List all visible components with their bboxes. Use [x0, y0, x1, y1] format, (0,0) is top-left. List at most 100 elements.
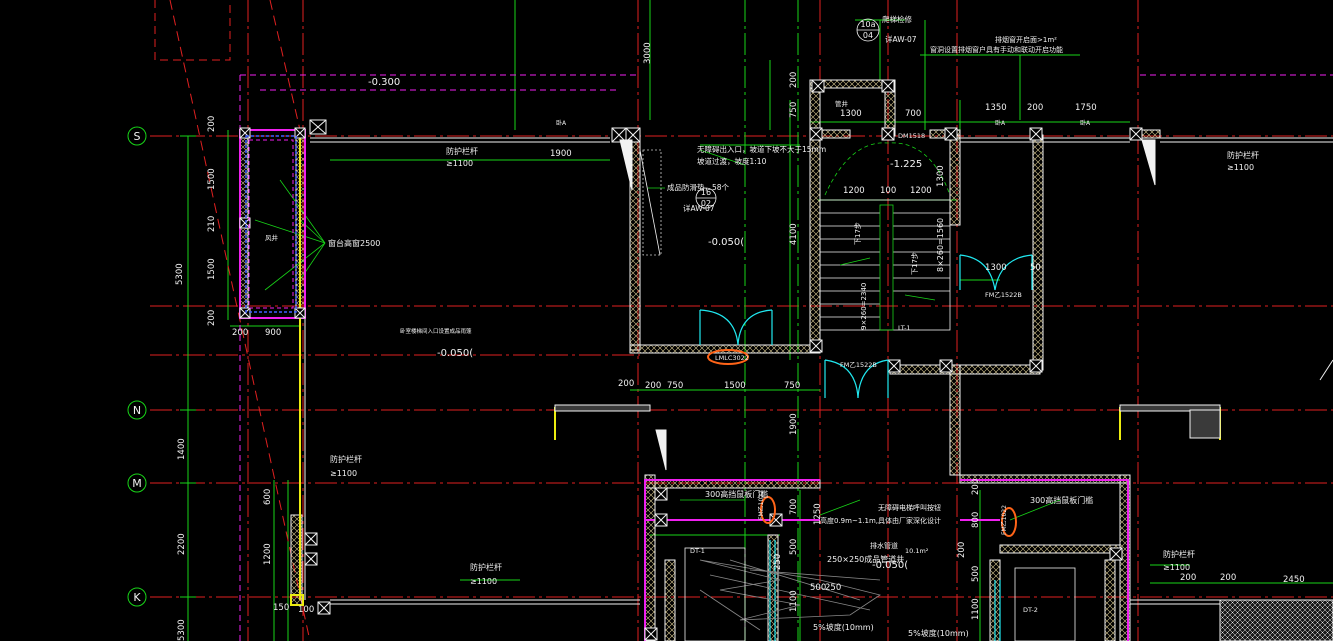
shafts	[639, 149, 1076, 641]
dim: 1350	[985, 103, 1007, 113]
dim: 200	[645, 381, 661, 391]
sill-note: 窗台高窗2500	[328, 238, 380, 248]
rail-label: 防护栏杆	[446, 146, 478, 156]
lift-tag: DT-2	[1023, 606, 1038, 614]
dim: 1200	[843, 186, 865, 196]
stair-tag: LT-1	[898, 324, 911, 332]
dimension-lines	[180, 0, 1333, 641]
markup-ellipses	[707, 349, 1017, 537]
dim: 700	[905, 109, 921, 119]
dim: 250	[825, 583, 841, 593]
stair	[819, 142, 951, 331]
dim: 1300	[840, 109, 862, 119]
dim: 100	[880, 186, 896, 196]
rail-height: ≥1100	[1163, 563, 1190, 572]
room-tag: 卧A	[556, 119, 567, 127]
dim: 1100	[971, 598, 981, 620]
dim: 1400	[177, 438, 187, 460]
dim: 200	[1220, 573, 1236, 583]
dim: 500	[971, 566, 981, 582]
dim: 500	[810, 583, 826, 593]
door-sill-note: 300高挡鼠板门槛	[1030, 495, 1093, 505]
smoke-note: 排烟窗开启面>1m²	[995, 35, 1057, 44]
stair-dim: 8×260=1560	[936, 218, 945, 272]
slope-note: 无障碍出入口，坡道下坡不大于15mm	[697, 144, 826, 154]
rail-label: 防护栏杆	[330, 454, 362, 464]
dim: 1500	[207, 258, 217, 280]
door-jambs	[619, 139, 1156, 471]
door-sill-note: 300高挡鼠板门槛	[705, 489, 768, 499]
dim: 1900	[789, 413, 799, 435]
leader-lines	[254, 149, 1061, 521]
room-tag: 卧A	[1080, 119, 1091, 127]
rail-height: ≥1100	[470, 577, 497, 586]
dim: 1500	[207, 168, 217, 190]
lift-button-note-2: 高度0.9m~1.1m,具体由厂家深化设计	[820, 516, 941, 525]
dim: 2200	[177, 533, 187, 555]
dim: 750	[789, 102, 799, 118]
room-tag: 卧A	[995, 119, 1006, 127]
door-tag-fmm: FM乙1022	[1001, 505, 1008, 535]
shaft-area: 10.1m²	[905, 547, 929, 555]
dim: 750	[667, 381, 683, 391]
axis-bubble-N	[127, 400, 147, 420]
dim: 5300	[175, 263, 185, 285]
dim: 1200	[263, 543, 273, 565]
dim: 150	[273, 603, 289, 613]
dim: 200	[971, 479, 981, 495]
dim: 800	[971, 512, 981, 528]
ref-note: 详AW-07	[885, 34, 917, 44]
ref-tag-02: 02	[701, 199, 711, 208]
elevation-hall: -0.050(	[708, 237, 744, 248]
elevation-top: -0.300	[368, 77, 400, 88]
pipe-shaft-note: 250×250成品管道井	[827, 554, 904, 564]
dim: 600	[263, 489, 273, 505]
columns	[239, 79, 1143, 641]
slope-note-2: 坡道过渡，坡度1:10	[697, 156, 767, 166]
dim: 100	[298, 605, 314, 615]
ref-tag-10a: 10a	[860, 20, 875, 29]
lift-tag: DT-1	[690, 547, 705, 555]
stair-dim: 9×260=2340	[860, 283, 868, 330]
door-tag-fm: FM乙1522B	[985, 291, 1022, 299]
dim: 200	[207, 116, 217, 132]
dim: 1750	[1075, 103, 1097, 113]
door-tag-lmlc: LMLC3022	[715, 354, 749, 362]
door-tag-dm: DM1518	[898, 132, 925, 140]
dim: 1300	[985, 263, 1007, 273]
dim: 4100	[789, 223, 799, 245]
elevation-stair: -1.225	[890, 159, 922, 170]
rail-height: ≥1100	[1227, 163, 1254, 172]
dim: 500	[789, 539, 799, 555]
reference-bubbles	[695, 18, 880, 209]
dim: 1100	[789, 590, 799, 612]
ref-tag-16: 16	[701, 188, 711, 197]
balcony-window	[245, 135, 297, 313]
dim: 1300	[936, 165, 946, 187]
slope-label: 5%坡度(10mm)	[908, 628, 969, 638]
outline-dashes	[154, 0, 1333, 641]
door-tag-fmm: FM乙1022	[758, 490, 765, 520]
stair-dir: 下17步	[854, 222, 862, 245]
dim: 1200	[910, 186, 932, 196]
dim: 200	[1180, 573, 1196, 583]
axis-label-M: M	[132, 477, 142, 490]
doors	[699, 254, 1033, 641]
slope-label: 5%坡度(10mm)	[813, 622, 874, 632]
door-tag-fm: FM乙1522B	[840, 361, 877, 369]
dim: 50	[1030, 263, 1041, 273]
shaft-note: 排水管道	[870, 541, 898, 550]
axis-bubble-S	[127, 126, 147, 146]
dim: 5300	[177, 619, 187, 641]
dim: 200	[1027, 103, 1043, 113]
rail-label: 防护栏杆	[470, 562, 502, 572]
mat-note: 成品防滑垫，58个	[667, 182, 730, 192]
dim: 210	[207, 216, 217, 232]
stair-dir: 下17步	[911, 252, 919, 275]
dim: 200	[957, 542, 967, 558]
ladder-note: 爬梯检修	[882, 14, 912, 24]
dim: 250	[773, 554, 783, 570]
dim: 1500	[724, 381, 746, 391]
dim: 200	[618, 379, 634, 389]
